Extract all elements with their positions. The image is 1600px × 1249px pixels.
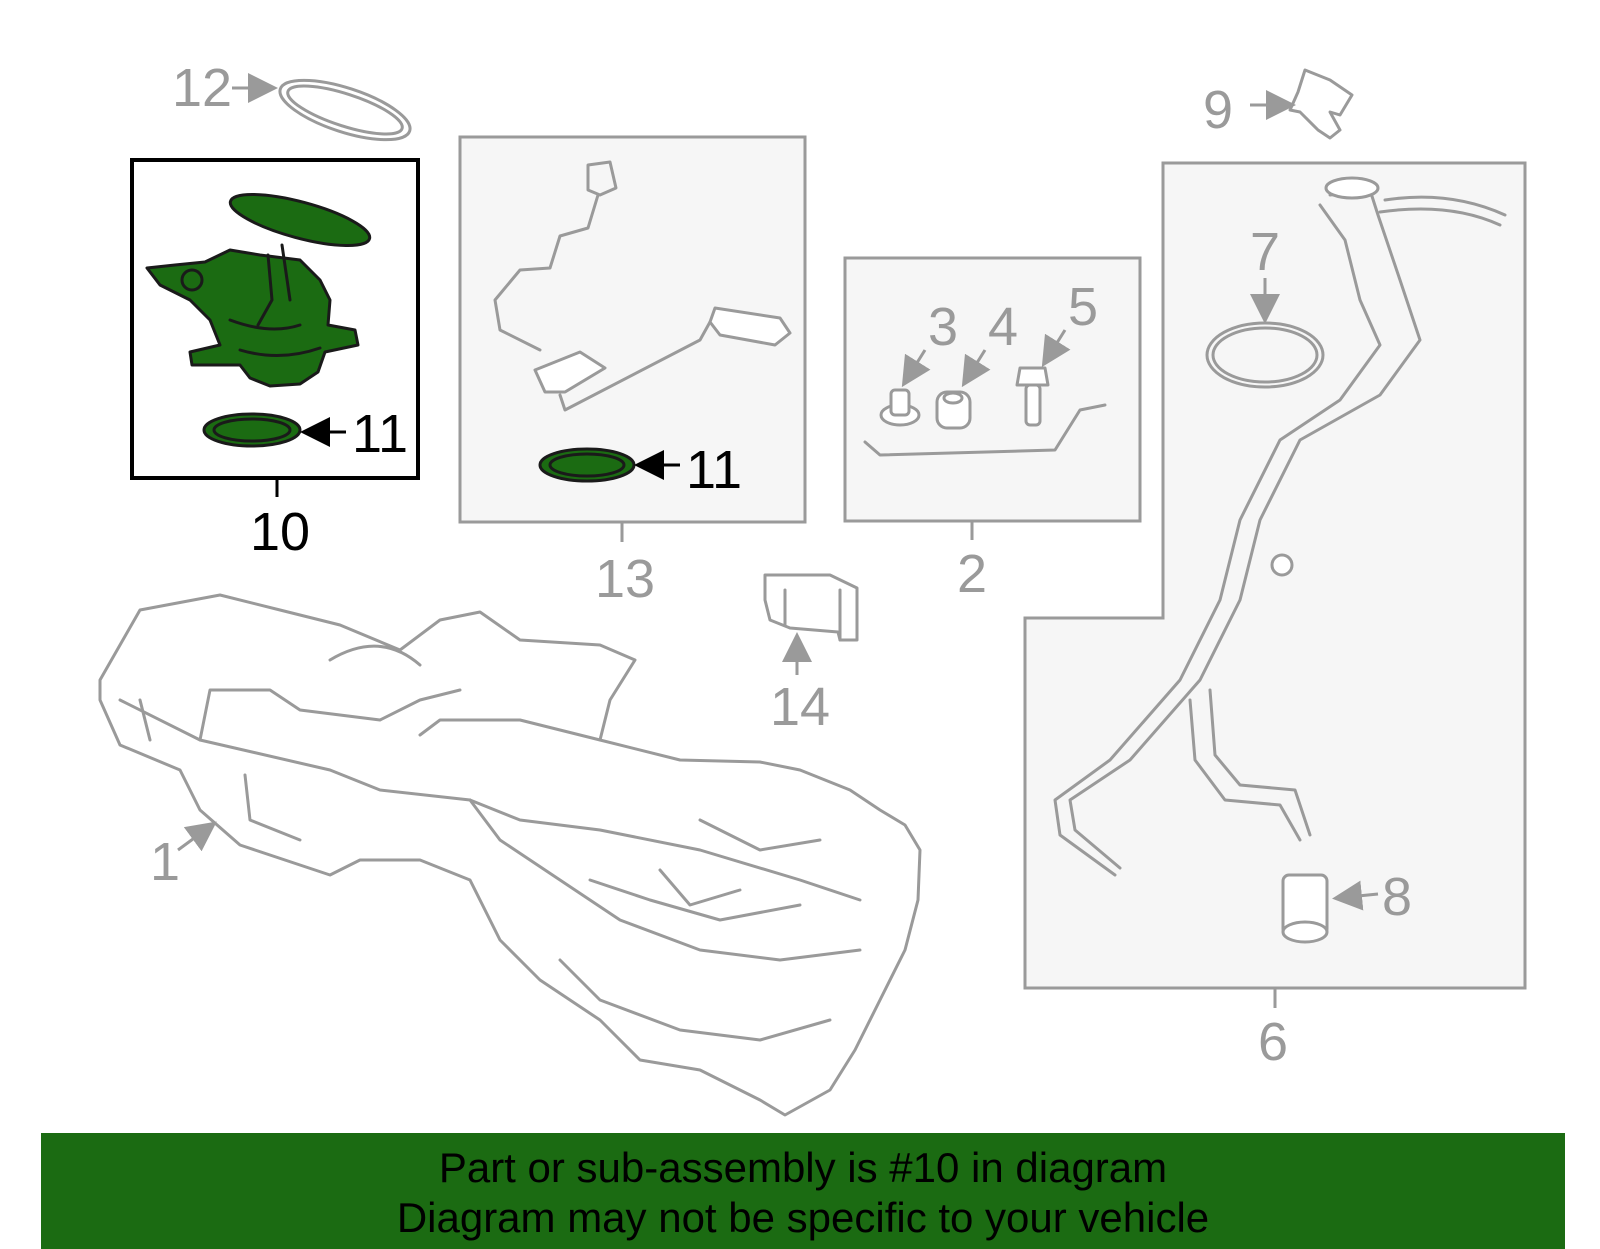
part-11-seal-a[interactable] <box>202 412 302 448</box>
callout-14[interactable]: 14 <box>770 677 830 737</box>
part-9-valve[interactable] <box>1288 68 1354 140</box>
callout-8[interactable]: 8 <box>1382 867 1412 927</box>
part-2-strap[interactable] <box>863 403 1107 457</box>
part-4-spacer[interactable] <box>935 390 972 430</box>
callout-10[interactable]: 10 <box>250 502 310 562</box>
callout-7[interactable]: 7 <box>1250 222 1280 282</box>
part-12-gasket[interactable] <box>274 68 417 152</box>
callout-4[interactable]: 4 <box>988 297 1018 357</box>
callout-1[interactable]: 1 <box>150 832 180 892</box>
callout-12[interactable]: 12 <box>172 58 232 118</box>
part-5-bolt[interactable] <box>1015 366 1050 427</box>
callout-9[interactable]: 9 <box>1203 80 1233 140</box>
part-1-fuel-tank[interactable] <box>98 593 922 1117</box>
info-banner: Part or sub-assembly is #10 in diagram D… <box>41 1133 1565 1249</box>
part-10-fuel-pump-assembly[interactable] <box>145 184 374 388</box>
callout-3[interactable]: 3 <box>928 297 958 357</box>
callout-11b[interactable]: 11 <box>686 440 742 500</box>
leader-5 <box>1041 329 1071 368</box>
callout-6[interactable]: 6 <box>1258 1012 1288 1072</box>
callout-13[interactable]: 13 <box>595 549 655 609</box>
callout-11a[interactable]: 11 <box>352 404 408 464</box>
leader-3 <box>901 349 931 388</box>
banner-line-1: Part or sub-assembly is #10 in diagram <box>438 1144 1168 1191</box>
part-6-filler-pipe[interactable] <box>1053 176 1507 877</box>
part-13-sending-unit[interactable] <box>493 160 792 412</box>
part-8-hose[interactable] <box>1281 873 1329 944</box>
callout-2[interactable]: 2 <box>957 544 987 604</box>
leader-1 <box>177 821 217 852</box>
callout-5[interactable]: 5 <box>1068 277 1098 337</box>
part-3-rivet[interactable] <box>879 388 921 427</box>
part-11-seal-b[interactable] <box>538 447 636 483</box>
leader-8 <box>1332 880 1379 911</box>
part-14-bracket[interactable] <box>763 573 859 642</box>
banner-line-2: Diagram may not be specific to your vehi… <box>396 1194 1210 1241</box>
leader-4 <box>961 349 991 388</box>
